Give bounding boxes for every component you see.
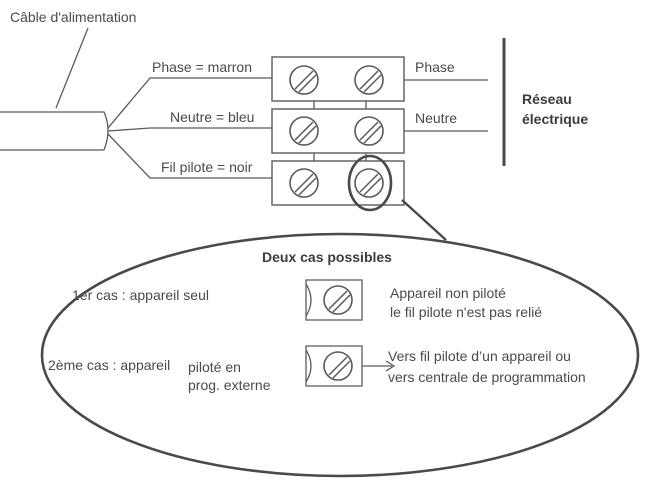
arrow-right-icon [385, 360, 396, 372]
callout-pointer [401, 199, 447, 241]
case2-label-b-line2: prog. externe [188, 377, 271, 393]
cable-label: Câble d'alimentation [10, 9, 136, 25]
case2-terminal [305, 345, 363, 387]
phase-right-label: Phase [415, 59, 455, 75]
case1-label: 1er cas : appareil seul [72, 287, 209, 303]
neutre-left-label: Neutre = bleu [170, 109, 254, 125]
screw-icon [323, 351, 353, 381]
screw-icon [354, 116, 384, 146]
reseau-label-line1: Réseau [522, 91, 572, 107]
neutre-wire [107, 127, 272, 132]
callout-ellipse [40, 232, 640, 478]
neutre-right-label: Neutre [415, 110, 457, 126]
screw-icon [289, 168, 319, 198]
case2-desc-line1: Vers fil pilote d’un appareil ou [388, 348, 571, 364]
power-cable [0, 111, 109, 151]
pilote-screw-highlight [347, 154, 393, 212]
reseau-label-line2: électrique [522, 111, 588, 127]
case2-desc-line2: vers centrale de programmation [388, 369, 586, 385]
screw-icon [323, 285, 353, 315]
screw-icon [354, 65, 384, 95]
screw-icon [289, 116, 319, 146]
cable-leader-line [55, 27, 89, 109]
screw-icon [354, 168, 384, 198]
case1-desc-line2: le fil pilote n'est pas relié [390, 304, 542, 320]
screw-icon [289, 65, 319, 95]
phase-left-label: Phase = marron [152, 59, 252, 75]
case1-terminal [305, 279, 363, 321]
callout-title: Deux cas possibles [262, 249, 392, 265]
phase-wire [107, 77, 272, 129]
pilote-wire [107, 133, 272, 179]
case2-label-a: 2ème cas : appareil [48, 357, 170, 373]
case1-desc-line1: Appareil non piloté [390, 285, 506, 301]
case2-label-b-line1: piloté en [188, 359, 241, 375]
pilote-left-label: Fil pilote = noir [161, 159, 253, 175]
terminal-block [271, 56, 405, 206]
